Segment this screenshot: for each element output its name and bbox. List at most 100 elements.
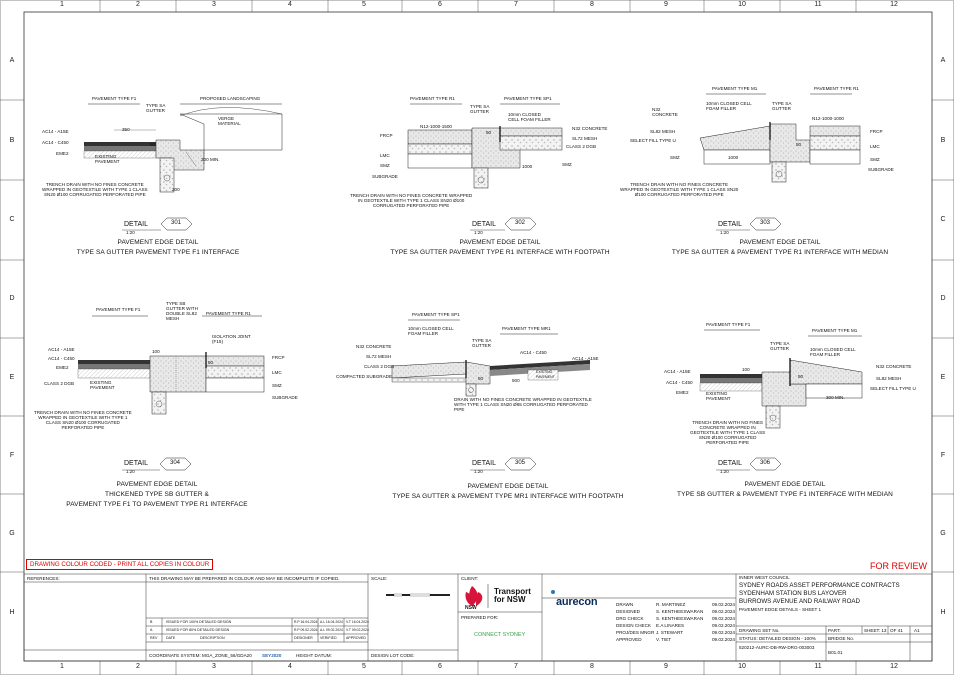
scale-bar (386, 593, 450, 597)
rev-b-verified: A.L 16.04.2024 (320, 620, 343, 624)
d303-dim1000: 1000 (728, 155, 739, 160)
col-label-3-bottom: 3 (212, 663, 216, 670)
d306-c450: AC14 - C450 (666, 380, 693, 385)
d304-existing: EXISTING PAVEMENT (90, 380, 115, 390)
d305-foam: 10mm CLOSED CELL FOAM FILLER (408, 326, 454, 336)
d304-isolation: ISOLATION JOINT (F15) (212, 334, 251, 344)
d301-pav-f1: PAVEMENT TYPE F1 (92, 96, 137, 101)
row-label-d-right: D (940, 295, 946, 302)
d303-trench: TRENCH DRAIN WITH NO FINES CONCRETE WRAP… (620, 182, 739, 197)
d301-dim350: 350 (122, 127, 130, 132)
sheet-size: A1 (914, 628, 920, 633)
d301-existing: EXISTING PAVEMENT (95, 154, 120, 164)
drawing-title: PAVEMENT EDGE DETAILS - SHEET 1 (739, 607, 822, 612)
d302-pav-r1: PAVEMENT TYPE R1 (410, 96, 455, 101)
d302-number: 302 (514, 220, 525, 226)
detail-304-drawing (77, 315, 265, 415)
d306-select: SELECT FILL TYPE U (870, 386, 916, 391)
d305-dim500: 500 (512, 378, 520, 383)
aurecon-logo-text: aurecon (556, 596, 598, 608)
col-label-10-bottom: 10 (738, 663, 746, 670)
d304-lmc: LMC (272, 370, 282, 375)
d304-smz: SMZ (272, 383, 282, 388)
d302-frcp: FRCP (380, 133, 393, 138)
d306-eme2: EME2 (676, 390, 689, 395)
row-label-d: D (9, 295, 15, 302)
d301-c450: AC14 - C450 (42, 140, 69, 145)
row-label-e: E (9, 374, 15, 381)
col-label-6: 6 (438, 1, 442, 8)
d305-pav-mr1: PAVEMENT TYPE MR1 (502, 326, 551, 331)
d301-dim50: 50 (150, 142, 156, 147)
rev-a-approved: V.T 09.02.2024 (346, 628, 369, 632)
d306-tag: DETAIL (718, 460, 742, 467)
d301-title1: PAVEMENT EDGE DETAIL (117, 239, 199, 246)
col-label-12-bottom: 12 (890, 663, 898, 670)
d302-dim50: 50 (486, 130, 492, 135)
d302-title2: TYPE SA GUTTER PAVEMENT TYPE R1 INTERFAC… (390, 249, 610, 256)
proj-mngr-name: J. STEWART (656, 630, 684, 635)
drawing-number: 520212-AURC-DB-RW-DRG-003003 (739, 645, 815, 650)
revision-number: B01.01 (828, 650, 843, 655)
d303-frcp: FRCP (870, 129, 883, 134)
d304-subgrade: SUBGRADE (272, 395, 298, 400)
d305-tag: DETAIL (472, 460, 496, 467)
d301-verge: VERGE MATERIAL (218, 116, 241, 126)
d303-smz: SMZ (670, 155, 680, 160)
col-label-7: 7 (514, 1, 518, 8)
d306-dim100: 100 (742, 367, 750, 372)
d304-c450: AC14 - C450 (48, 356, 75, 361)
status: STATUS: DETAILED DESIGN - 100% (739, 636, 816, 641)
d305-c450: AC14 - C450 (520, 350, 547, 355)
project-line-3: BURROWS AVENUE AND RAILWAY ROAD (739, 598, 861, 605)
rev-a-code: A (150, 628, 153, 632)
d303-foam: 10mm CLOSED CELL FOAM FILLER (706, 101, 752, 111)
d301-landscape: PROPOSED LANDSCAPING (200, 96, 261, 101)
d303-pav-m1: PAVEMENT TYPE M1 (712, 86, 758, 91)
for-review-stamp: FOR REVIEW (870, 561, 928, 571)
d304-class2: CLASS 2 DGB (44, 381, 75, 386)
d303-lmc: LMC (870, 144, 880, 149)
d305-compacted: COMPACTED SUBGRADE (336, 374, 393, 379)
rev-header-verified: VERIFIED (320, 636, 337, 640)
d301-title2: TYPE SA GUTTER PAVEMENT TYPE F1 INTERFAC… (76, 249, 240, 256)
d306-ac14: AC14 - A15E (664, 369, 691, 374)
d304-scale: 1:20 (126, 469, 135, 474)
d301-ac14: AC14 - A15E (42, 129, 69, 134)
drg-check-date: 09.02.2024 (712, 616, 735, 621)
col-label-7-bottom: 7 (514, 663, 518, 670)
row-label-e-right: E (940, 374, 946, 381)
d302-smz: SMZ (380, 163, 390, 168)
row-label-a: A (9, 57, 15, 64)
d306-number: 306 (759, 460, 770, 466)
d306-pav-f1: PAVEMENT TYPE F1 (706, 322, 751, 327)
row-label-b: B (9, 137, 15, 144)
d302-title1: PAVEMENT EDGE DETAIL (459, 239, 541, 246)
d303-tag: DETAIL (718, 221, 742, 228)
col-label-1-bottom: 1 (60, 663, 64, 670)
rev-a-desc: ISSUED FOR 80% DETAILED DESIGN (166, 628, 230, 632)
d306-sl82: SL82 MESH (876, 376, 902, 381)
col-label-9: 9 (664, 1, 668, 8)
d304-title2: THICKENED TYPE SB GUTTER & (105, 491, 209, 498)
tb-prepared-for: PREPARED FOR: (461, 615, 499, 620)
designed-name: S. KENTHEESWARAN (656, 609, 704, 614)
drg-check-name: S. KENTHEESWARAN (656, 616, 704, 621)
d303-sl82: SL82 MESH (650, 129, 676, 134)
d301-min300: 300 MIN. (201, 157, 220, 162)
tb-colour-warning: THIS DRAWING MAY BE PREPARED IN COLOUR A… (149, 576, 340, 581)
transport-for-nsw-text: Transport for NSW (494, 587, 531, 604)
col-label-4-bottom: 4 (288, 663, 292, 670)
d301-number: 301 (170, 220, 181, 226)
bridge-number: BRIDGE No. (828, 636, 855, 641)
proj-mngr-date: 09.02.2024 (712, 630, 735, 635)
col-label-2: 2 (136, 1, 140, 8)
d301-trench: TRENCH DRAIN WITH NO FINES CONCRETE WRAP… (42, 182, 148, 197)
rev-b-approved: V.T 16.04.2024 (346, 620, 369, 624)
design-check-name: E.A LINARES (656, 623, 685, 628)
d304-eme2: EME2 (56, 365, 69, 370)
tb-logo-ver: SEY2020 (262, 653, 282, 658)
d304-dim100: 100 (152, 349, 160, 354)
